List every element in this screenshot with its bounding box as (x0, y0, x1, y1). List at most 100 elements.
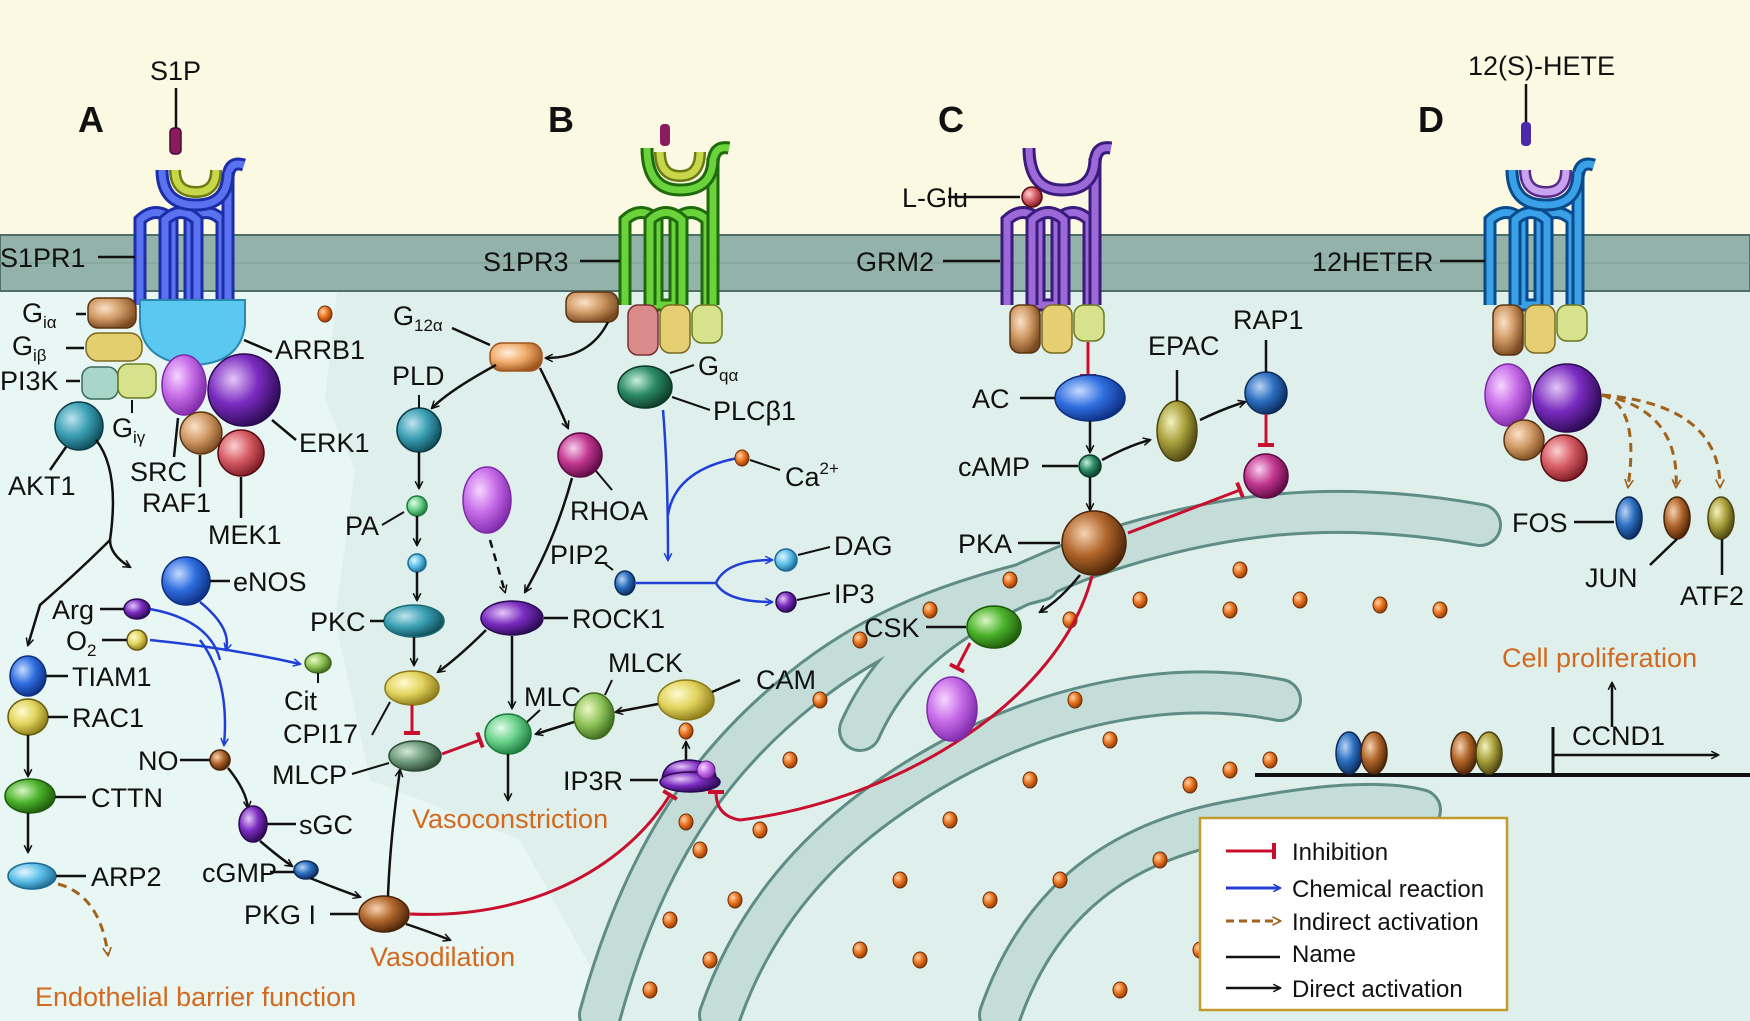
pip2-label: PIP2 (550, 540, 609, 570)
pa-intermediate-node (407, 553, 427, 573)
mlc-node (484, 713, 532, 755)
jun-label: JUN (1585, 563, 1638, 593)
mlcp-label: MLCP (272, 760, 347, 790)
pa-node (406, 495, 428, 517)
epac-label: EPAC (1148, 331, 1220, 361)
legend-name: Name (1292, 941, 1356, 968)
legend-indirect-activation: Indirect activation (1292, 909, 1479, 936)
no-label: NO (138, 746, 179, 776)
12heter-label: 12HETER (1312, 247, 1434, 277)
endothelial-barrier-function-outcome: Endothelial barrier function (35, 982, 356, 1012)
mlck-node (573, 692, 615, 740)
rhoa-node (557, 432, 603, 478)
pld-label: PLD (392, 361, 445, 391)
arg-node (123, 598, 151, 620)
legend-direct-activation: Direct activation (1292, 976, 1463, 1003)
pkc-node (383, 604, 445, 638)
arg-label: Arg (52, 595, 94, 625)
o2-label: O2 (66, 626, 96, 660)
d-purple-node (1532, 363, 1602, 433)
akt1-label: AKT1 (8, 471, 76, 501)
jun-node (1663, 496, 1691, 540)
cttn-node (4, 778, 56, 814)
o2-node (126, 629, 148, 651)
grm2-receptor (1000, 141, 1113, 354)
sgc-node (238, 805, 268, 843)
dag-node (774, 548, 798, 572)
atf2-label: ATF2 (1680, 581, 1744, 611)
mlcp-node (388, 740, 442, 772)
rac1-label: RAC1 (72, 703, 144, 733)
camp-node (1078, 454, 1102, 478)
legend-chemical-reaction: Chemical reaction (1292, 876, 1484, 903)
epac-node (1156, 400, 1198, 462)
enos-node (161, 556, 211, 606)
g12a-node (489, 342, 543, 372)
rock1-label: ROCK1 (572, 604, 665, 634)
pka-label: PKA (958, 529, 1012, 559)
plcb1-label: PLCβ1 (713, 396, 796, 426)
rock1-node (480, 600, 544, 636)
rap1-node (1244, 371, 1288, 415)
csk-node (966, 605, 1022, 649)
pkg1-node (358, 895, 410, 933)
mek1-label: MEK1 (208, 520, 282, 550)
lglu-label: L-Glu (902, 183, 968, 213)
gqa-label: Gqα (698, 351, 738, 385)
ca-label: Ca2+ (785, 459, 839, 492)
dna-atf2-node (1475, 731, 1503, 775)
legend: Inhibition Chemical reaction Indirect ac… (1198, 816, 1509, 1012)
ip3r-label: IP3R (563, 766, 623, 796)
d-violet-node (1484, 363, 1532, 427)
arp2-node (7, 862, 57, 890)
d-red-node (1540, 434, 1588, 482)
panel-label-c: C (938, 99, 964, 140)
cit-label: Cit (284, 686, 317, 716)
tiam1-label: TIAM1 (72, 662, 152, 692)
12s-hete-label: 12(S)-HETE (1468, 51, 1615, 81)
legend-inhibition: Inhibition (1292, 839, 1388, 866)
d-tan-node (1503, 419, 1545, 461)
erk1-node (207, 353, 281, 427)
csk-target-node (926, 676, 978, 742)
g12a-label: G12α (393, 301, 443, 335)
akt1-node (54, 401, 104, 451)
panel-a-complex (54, 297, 281, 477)
ip3-label: IP3 (834, 579, 875, 609)
cam-node (657, 679, 715, 721)
panel-label-b: B (548, 99, 574, 140)
src-label: SRC (130, 457, 187, 487)
giy-node (117, 363, 157, 399)
atf2-node (1707, 496, 1735, 540)
cgmp-node (293, 860, 319, 880)
ac-label: AC (972, 384, 1010, 414)
pkc-label: PKC (310, 607, 366, 637)
rap1-label: RAP1 (1233, 305, 1304, 335)
src-node (161, 354, 207, 416)
cgmp-label: cGMP (202, 858, 277, 888)
grm2-label: GRM2 (856, 247, 934, 277)
ip3r-channel (659, 759, 721, 831)
fos-node (1615, 496, 1643, 540)
pka-node (1061, 510, 1127, 576)
enos-label: eNOS (233, 567, 307, 597)
sgc-label: sGC (299, 810, 353, 840)
cpi17-node (384, 670, 440, 706)
camp-label: cAMP (958, 452, 1030, 482)
gia-node (87, 297, 137, 329)
erk1-label: ERK1 (299, 428, 370, 458)
panel-label-a: A (78, 99, 104, 140)
ip3-node (775, 591, 797, 613)
gib-label: Giβ (12, 331, 47, 365)
tiam1-node (9, 655, 47, 697)
dna-jun-node (1360, 731, 1388, 775)
fos-label: FOS (1512, 508, 1568, 538)
no-node (209, 749, 231, 771)
cpi17-label: CPI17 (283, 719, 358, 749)
pi3k-node (81, 366, 119, 400)
gib-node (85, 332, 143, 362)
dag-label: DAG (834, 531, 893, 561)
pa-label: PA (345, 511, 379, 541)
dna-fos-node (1335, 731, 1363, 775)
pkg1-label: PKG I (244, 900, 316, 930)
